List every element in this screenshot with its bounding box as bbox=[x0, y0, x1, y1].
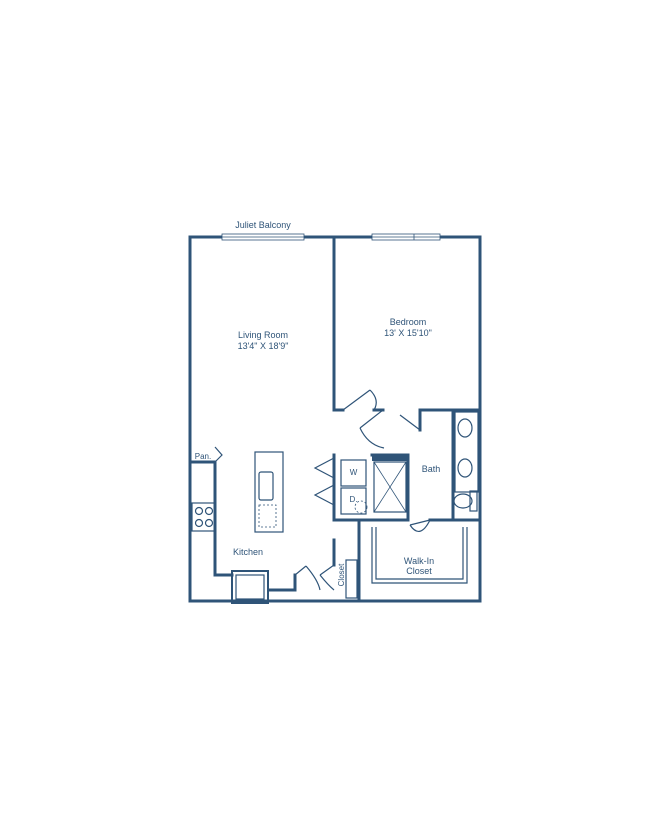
bedroom-door-swing bbox=[342, 389, 377, 411]
refrigerator bbox=[231, 570, 269, 604]
juliet-balcony-window bbox=[221, 233, 305, 241]
toilet bbox=[453, 490, 478, 512]
bedroom-size: 13' X 15'10" bbox=[384, 328, 432, 338]
entry-door-swing bbox=[294, 565, 321, 591]
washer-dryer bbox=[340, 459, 368, 515]
walkin-closet-name-line2: Closet bbox=[406, 566, 432, 576]
kitchen-name: Kitchen bbox=[232, 547, 264, 557]
dryer-label: D. bbox=[349, 495, 358, 504]
pantry-door bbox=[214, 446, 223, 463]
bedroom-name: Bedroom bbox=[389, 317, 427, 327]
bedroom-window bbox=[371, 233, 441, 241]
living-room-size: 13'4" X 18'9" bbox=[237, 341, 289, 351]
bath-vanity bbox=[454, 411, 479, 493]
kitchen-island bbox=[254, 451, 284, 533]
balcony-label: Juliet Balcony bbox=[235, 220, 291, 230]
laundry-bifold-doors bbox=[313, 457, 335, 506]
walkin-closet-shelves bbox=[371, 527, 468, 584]
living-room-name: Living Room bbox=[237, 330, 289, 340]
shower bbox=[372, 455, 408, 513]
hall-closet-name: Closet bbox=[337, 563, 346, 587]
range-cooktop bbox=[191, 502, 216, 532]
hall-closet bbox=[319, 559, 358, 599]
bath-door-swing bbox=[359, 409, 421, 449]
walkin-closet-door-swing bbox=[409, 519, 431, 532]
walkin-closet-name: Walk-In bbox=[403, 556, 435, 566]
bath-name: Bath bbox=[421, 464, 441, 474]
pantry-name: Pan. bbox=[194, 452, 212, 461]
washer-label: W bbox=[349, 468, 358, 477]
